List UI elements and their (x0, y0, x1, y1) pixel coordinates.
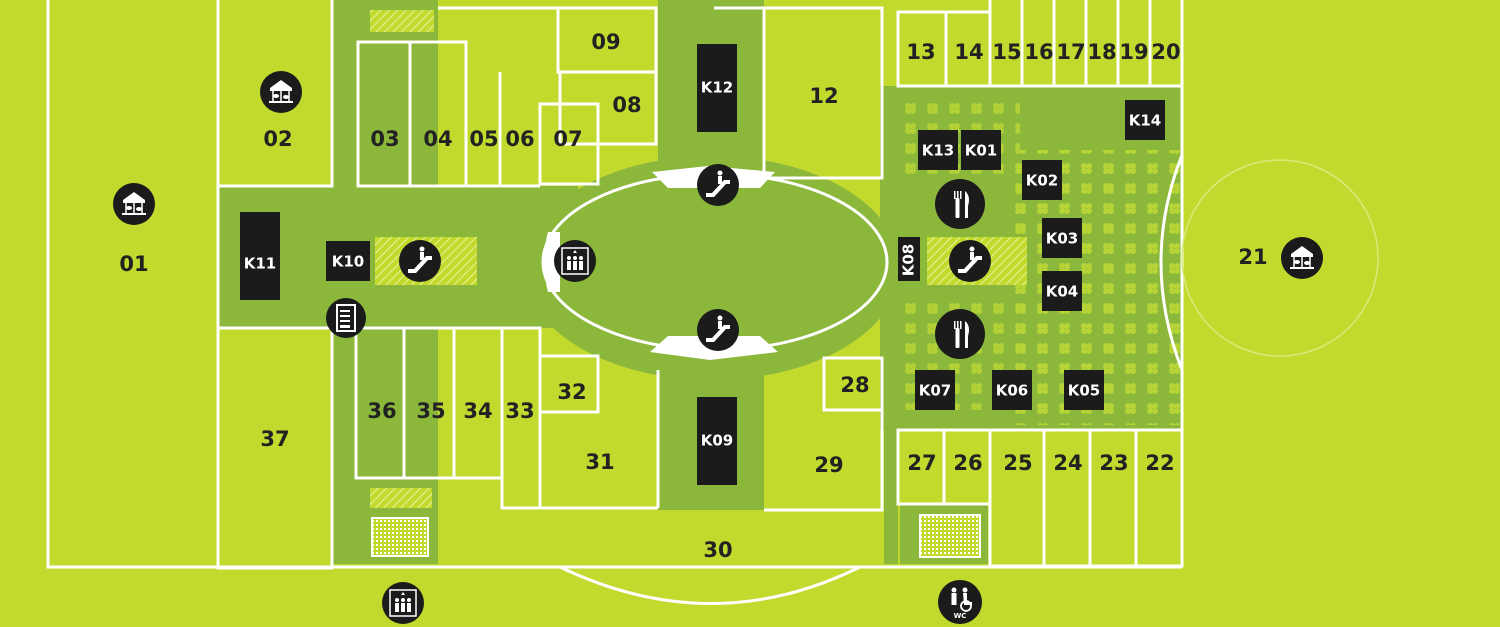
unit-24[interactable]: 24 (1053, 451, 1082, 475)
kiosk-k12[interactable]: K12 (697, 44, 737, 132)
unit-14[interactable]: 14 (954, 40, 983, 64)
kiosk-k11-label: K11 (244, 255, 277, 273)
unit-25[interactable]: 25 (1003, 451, 1032, 475)
kiosk-k13-label: K13 (922, 142, 955, 160)
wc-icon[interactable]: WC (938, 580, 982, 624)
unit-36[interactable]: 36 (367, 399, 396, 423)
escalator-icon[interactable] (949, 240, 991, 282)
kiosk-k04-label: K04 (1046, 283, 1079, 301)
kiosk-k01[interactable]: K01 (961, 130, 1001, 170)
vending-machine-icon[interactable] (325, 297, 367, 339)
kiosk-k07[interactable]: K07 (915, 370, 955, 410)
kiosks: K11 K10 K12 K09 K13 K01 K02 K14 (240, 44, 1165, 485)
unit-13[interactable]: 13 (906, 40, 935, 64)
kiosk-k08-label: K08 (900, 244, 918, 277)
carousel-icon[interactable] (112, 182, 156, 226)
unit-28[interactable]: 28 (840, 373, 869, 397)
unit-32[interactable]: 32 (557, 380, 586, 404)
kiosk-k02[interactable]: K02 (1022, 160, 1062, 200)
unit-19[interactable]: 19 (1119, 40, 1148, 64)
unit-04[interactable]: 04 (423, 127, 452, 151)
unit-33[interactable]: 33 (505, 399, 534, 423)
kiosk-k06[interactable]: K06 (992, 370, 1032, 410)
unit-31[interactable]: 31 (585, 450, 614, 474)
kiosk-k09-label: K09 (701, 432, 734, 450)
unit-27[interactable]: 27 (907, 451, 936, 475)
unit-12[interactable]: 12 (809, 84, 838, 108)
unit-09[interactable]: 09 (591, 30, 620, 54)
unit-34[interactable]: 34 (463, 399, 492, 423)
unit-03[interactable]: 03 (370, 127, 399, 151)
kiosk-k04[interactable]: K04 (1042, 271, 1082, 311)
unit-17[interactable]: 17 (1056, 40, 1085, 64)
unit-23[interactable]: 23 (1099, 451, 1128, 475)
map-icons: WC (112, 70, 1324, 625)
unit-07[interactable]: 07 (553, 127, 582, 151)
unit-26[interactable]: 26 (953, 451, 982, 475)
unit-02[interactable]: 02 (263, 127, 292, 151)
kiosk-k09[interactable]: K09 (697, 397, 737, 485)
elevator-icon[interactable] (381, 581, 425, 625)
unit-16[interactable]: 16 (1024, 40, 1053, 64)
kiosk-k05-label: K05 (1068, 382, 1101, 400)
kiosk-k08[interactable]: K08 (898, 237, 920, 281)
kiosk-k10[interactable]: K10 (326, 241, 370, 281)
escalator-icon[interactable] (399, 240, 441, 282)
unit-21[interactable]: 21 (1238, 245, 1267, 269)
kiosk-k13[interactable]: K13 (918, 130, 958, 170)
kiosk-k06-label: K06 (996, 382, 1029, 400)
elevator-icon[interactable] (553, 239, 597, 283)
kiosk-k14-label: K14 (1129, 112, 1162, 130)
kiosk-k10-label: K10 (332, 253, 365, 271)
escalator-icon[interactable] (697, 309, 739, 351)
kiosk-k14[interactable]: K14 (1125, 100, 1165, 140)
kiosk-k01-label: K01 (965, 142, 998, 160)
restaurant-icon[interactable] (935, 179, 985, 229)
unit-08[interactable]: 08 (612, 93, 641, 117)
carousel-icon[interactable] (259, 70, 303, 114)
unit-labels: 01 02 03 04 05 06 07 08 09 12 13 14 15 1… (119, 30, 1267, 562)
kiosk-k12-label: K12 (701, 79, 734, 97)
unit-35[interactable]: 35 (416, 399, 445, 423)
shop-outlines (46, 0, 1184, 605)
unit-29[interactable]: 29 (814, 453, 843, 477)
unit-20[interactable]: 20 (1151, 40, 1180, 64)
kiosk-k07-label: K07 (919, 382, 952, 400)
restaurant-icon[interactable] (935, 309, 985, 359)
kiosk-k03-label: K03 (1046, 230, 1079, 248)
unit-06[interactable]: 06 (505, 127, 534, 151)
kiosk-k02-label: K02 (1026, 172, 1059, 190)
wc-label: WC (954, 612, 967, 620)
unit-18[interactable]: 18 (1087, 40, 1116, 64)
unit-37[interactable]: 37 (260, 427, 289, 451)
kiosk-k05[interactable]: K05 (1064, 370, 1104, 410)
unit-01[interactable]: 01 (119, 252, 148, 276)
carousel-icon[interactable] (1280, 236, 1324, 280)
unit-30[interactable]: 30 (703, 538, 732, 562)
unit-05[interactable]: 05 (469, 127, 498, 151)
kiosk-k11[interactable]: K11 (240, 212, 280, 300)
escalator-icon[interactable] (697, 164, 739, 206)
kiosk-k03[interactable]: K03 (1042, 218, 1082, 258)
unit-22[interactable]: 22 (1145, 451, 1174, 475)
unit-15[interactable]: 15 (992, 40, 1021, 64)
